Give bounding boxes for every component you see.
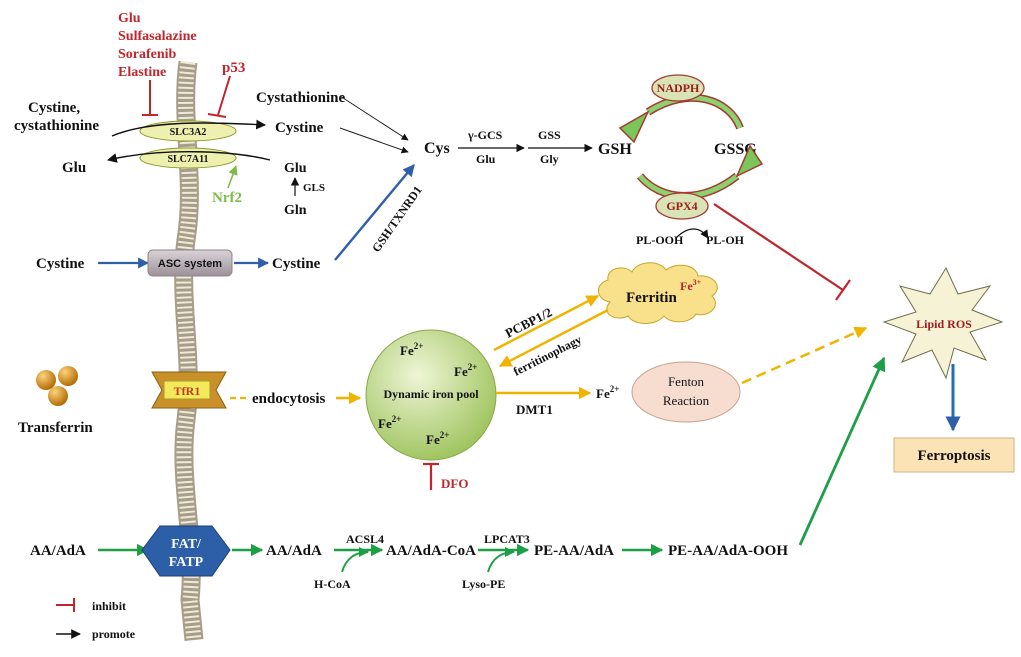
gpx4-node [655,192,709,220]
gamma-gcs-label: γ-GCS [467,128,503,142]
ferritin-label: Ferritin [626,290,677,306]
cystine-in-label: Cystine [275,120,324,136]
nrf2-promote-arrow [227,165,238,189]
glu-out-label: Glu [62,160,86,176]
inhibitor-glu: Glu [118,11,141,26]
pool-to-ferritin-arrow [493,294,600,352]
lipid-ros-burst [882,266,1004,380]
iron-pool-label: Dynamic iron pool [383,387,479,401]
glu-cofactor-label: Glu [476,152,496,166]
cystine-in2-label: Cystine [272,256,321,272]
pool-fe2-2: Fe2+ [454,362,477,379]
pl-oh-label: PL-OH [706,233,745,247]
fenton-label-1: Fenton [668,374,705,389]
ferroptosis-box [893,437,1015,473]
pool-fe2-1: Fe2+ [400,341,423,358]
aa-ada-in-label: AA/AdA [266,543,322,559]
cys-label: Cys [424,140,450,157]
lyso-pe-curve-arrow [487,547,515,573]
cystine-cystathionine-label-2: cystathionine [14,118,99,134]
acsl4-label: ACSL4 [346,532,384,546]
gsh-label: GSH [598,141,632,158]
lpcat3-label: LPCAT3 [484,532,530,546]
pe-aa-ada-label: PE-AA/AdA [534,543,614,559]
tfr1-receptor [151,371,227,409]
cystine-to-cys-arrow [339,127,409,154]
asc-system-label: ASC system [158,258,222,270]
tfr1-label: TfR1 [174,384,201,398]
slc3a2-label: SLC3A2 [170,127,207,138]
inhibitor-sorafenib: Sorafenib [118,47,177,62]
gpx4-label: GPX4 [666,199,697,213]
lyso-pe-label: Lyso-PE [462,577,505,591]
gss-label: GSS [538,128,561,142]
gly-label: Gly [540,152,559,166]
hcoa-curve-arrow [341,547,369,573]
exchange-arrow-cystine-in [111,119,266,137]
fenton-to-lipid-ros-arrow [741,326,868,385]
fat-label-1: FAT/ [171,537,202,552]
gsh-txnrd1-arrow [334,164,415,261]
fenton-label-2: Reaction [663,393,710,408]
transferrin-icon [36,366,78,406]
inhibitor-p53: p53 [222,60,245,76]
cystathionine-label: Cystathionine [256,90,346,106]
glu-in-label: Glu [284,161,307,176]
aa-ada-coa-label: AA/AdA-CoA [386,543,476,559]
dmt1-label: DMT1 [516,402,553,417]
transferrin-label: Transferrin [18,420,93,436]
pe-aa-ada-ooh-label: PE-AA/AdA-OOH [668,543,788,559]
cystine-out2-label: Cystine [36,256,85,272]
fenton-reaction-node [631,361,741,423]
ooh-to-lipid-ros-arrow [798,356,886,546]
pl-ooh-to-pl-oh-arrow [675,228,709,239]
inhibitor-sulfasalazine: Sulfasalazine [118,29,197,44]
inhibit-arrow-drugs [142,80,158,116]
nadph-node [651,74,705,102]
slc3a2-transporter [139,120,237,142]
nadph-label: NADPH [657,81,700,95]
legend-promote-label: promote [92,627,136,641]
legend-inhibit-symbol [56,598,75,612]
gsh-txnrd1-label: GSH/TXNRD1 [369,183,425,254]
fe2-free-label: Fe2+ [596,384,619,401]
exchange-arrow-glu-out [107,151,271,163]
pool-fe2-4: Fe2+ [426,430,449,447]
inhibit-arrow-p53 [207,75,231,118]
dynamic-iron-pool [365,329,497,461]
endocytosis-label: endocytosis [252,391,326,407]
ferritin-cloud [598,262,718,324]
fat-label-2: FATP [169,555,204,570]
legend-inhibit-label: inhibit [92,599,126,613]
gls-label: GLS [303,182,325,194]
asc-system-box [147,249,233,277]
fat-fatp-transporter [141,525,231,577]
pl-ooh-label: PL-OOH [636,233,684,247]
cystine-cystathionine-label-1: Cystine, [28,100,80,116]
aa-ada-out-label: AA/AdA [30,543,86,559]
cystathionine-to-cys-arrow [339,95,409,141]
slc7a11-label: SLC7A11 [167,154,208,165]
ferroptosis-label: Ferroptosis [917,448,990,464]
dfo-label: DFO [441,476,468,491]
nrf2-label: Nrf2 [212,190,242,206]
inhibitor-elastine: Elastine [118,65,166,80]
ferritin-to-pool-arrow [498,308,609,368]
pool-fe2-3: Fe2+ [378,414,401,431]
ferritin-fe3: Fe3+ [680,278,702,293]
lipid-ros-label: Lipid ROS [916,317,972,331]
gln-label: Gln [284,203,307,218]
dfo-inhibit [423,462,439,490]
gpx4-inhibit-lipid-ros [713,203,851,301]
hcoa-label: H-CoA [314,577,351,591]
